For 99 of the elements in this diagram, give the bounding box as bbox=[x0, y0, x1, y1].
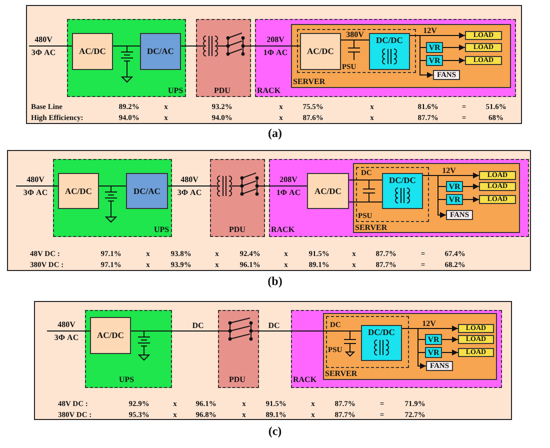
edge-label: 380V bbox=[345, 30, 365, 39]
block-label: AC/DC bbox=[79, 47, 106, 56]
panel-caption: (c) bbox=[267, 425, 283, 437]
group-title: PDU bbox=[214, 87, 230, 95]
load-box bbox=[479, 195, 516, 204]
block-label: AC/DC bbox=[307, 47, 334, 56]
fan-box bbox=[426, 361, 453, 371]
regulator-box bbox=[426, 42, 443, 53]
converter-box bbox=[307, 173, 349, 209]
edge-label: 480V 3Φ AC bbox=[53, 319, 80, 344]
load-box bbox=[458, 335, 494, 344]
group-title: RACK bbox=[271, 226, 295, 234]
arrow bbox=[442, 350, 458, 356]
regulator-box bbox=[446, 181, 463, 192]
edge-label: 208V 1Φ AC bbox=[262, 34, 289, 59]
regulator-box bbox=[446, 194, 463, 205]
psu-outline bbox=[326, 316, 409, 368]
wire bbox=[130, 330, 218, 332]
converter-box bbox=[140, 33, 181, 70]
converter-box bbox=[126, 173, 168, 209]
block-label: VR bbox=[428, 56, 440, 64]
block-label: VR bbox=[448, 182, 460, 190]
arrow bbox=[462, 196, 480, 202]
panel-caption: (b) bbox=[266, 275, 284, 287]
converter-box bbox=[58, 173, 99, 209]
block-label: AC/DC bbox=[314, 186, 342, 196]
arrow bbox=[422, 175, 446, 218]
group-title: PDU bbox=[229, 376, 246, 384]
block-label: DC/DC bbox=[376, 36, 403, 44]
load-box bbox=[479, 171, 516, 180]
arrow bbox=[442, 58, 466, 64]
block-label: DC/AC bbox=[147, 47, 174, 56]
block-label: AC/DC bbox=[65, 186, 92, 196]
load-box bbox=[465, 43, 502, 52]
block-label: DC/DC bbox=[389, 176, 416, 184]
converter-box bbox=[369, 33, 410, 70]
arrow bbox=[402, 328, 426, 369]
arrow bbox=[442, 336, 458, 342]
arrow bbox=[410, 35, 434, 78]
pdu-enclosure bbox=[210, 159, 265, 237]
psu-outline bbox=[356, 167, 429, 222]
load-box bbox=[465, 31, 502, 40]
load-box bbox=[479, 182, 516, 191]
wire bbox=[348, 180, 382, 202]
group-title: SERVER bbox=[293, 78, 326, 86]
group-title: SERVER bbox=[355, 224, 388, 232]
group-title: RACK bbox=[257, 87, 281, 95]
server-box bbox=[291, 24, 511, 88]
load-box bbox=[465, 56, 502, 65]
edge-label: DC bbox=[191, 321, 205, 330]
ups-enclosure bbox=[67, 19, 186, 97]
block-label: VR bbox=[428, 336, 440, 344]
edge-label: DC bbox=[267, 321, 281, 330]
fan-box bbox=[433, 70, 460, 80]
block-label: VR bbox=[428, 44, 440, 52]
group-title: UPS bbox=[168, 87, 184, 95]
regulator-box bbox=[425, 334, 442, 345]
pdu-enclosure bbox=[196, 19, 251, 97]
group-title: SERVER bbox=[325, 370, 358, 378]
regulator-box bbox=[426, 55, 443, 66]
load-box bbox=[458, 348, 494, 357]
rack-enclosure bbox=[269, 159, 529, 237]
load-box bbox=[458, 324, 494, 333]
wire bbox=[46, 330, 90, 332]
block-label: DC/AC bbox=[134, 186, 160, 196]
edge-label: 480V 3Φ AC bbox=[22, 174, 49, 199]
converter-box bbox=[382, 173, 423, 209]
ups-enclosure bbox=[85, 310, 172, 388]
edge-label: 208V 1Φ AC bbox=[275, 174, 302, 199]
wire bbox=[258, 330, 362, 332]
regulator-box bbox=[425, 347, 442, 358]
psu-outline bbox=[297, 29, 416, 73]
converter-box bbox=[90, 317, 131, 354]
group-title: UPS bbox=[119, 376, 134, 384]
converter-box bbox=[72, 33, 113, 70]
group-title: RACK bbox=[293, 376, 317, 384]
server-box bbox=[323, 313, 497, 380]
rack-enclosure bbox=[255, 19, 516, 97]
edge-label: 480V 3Φ AC bbox=[176, 174, 203, 199]
edge-label: 12V bbox=[421, 319, 437, 328]
arrow bbox=[462, 184, 480, 190]
pdu-enclosure bbox=[218, 310, 259, 388]
rack-enclosure bbox=[291, 310, 502, 388]
edge-label: 12V bbox=[441, 166, 457, 175]
block-label: AC/DC bbox=[97, 331, 124, 340]
fan-box bbox=[446, 210, 473, 220]
converter-box bbox=[300, 33, 341, 70]
block-label: DC/DC bbox=[368, 328, 395, 336]
converter-box bbox=[361, 325, 402, 361]
arrow bbox=[442, 44, 466, 50]
panel-caption: (a) bbox=[267, 127, 283, 139]
edge-label: 12V bbox=[422, 26, 438, 35]
edge-label: 480V 3Φ AC bbox=[30, 34, 57, 59]
group-title: UPS bbox=[154, 226, 170, 234]
block-label: VR bbox=[428, 348, 440, 356]
ups-enclosure bbox=[53, 159, 172, 237]
group-title: PDU bbox=[229, 226, 246, 234]
block-label: VR bbox=[448, 196, 460, 204]
server-box bbox=[353, 163, 520, 233]
